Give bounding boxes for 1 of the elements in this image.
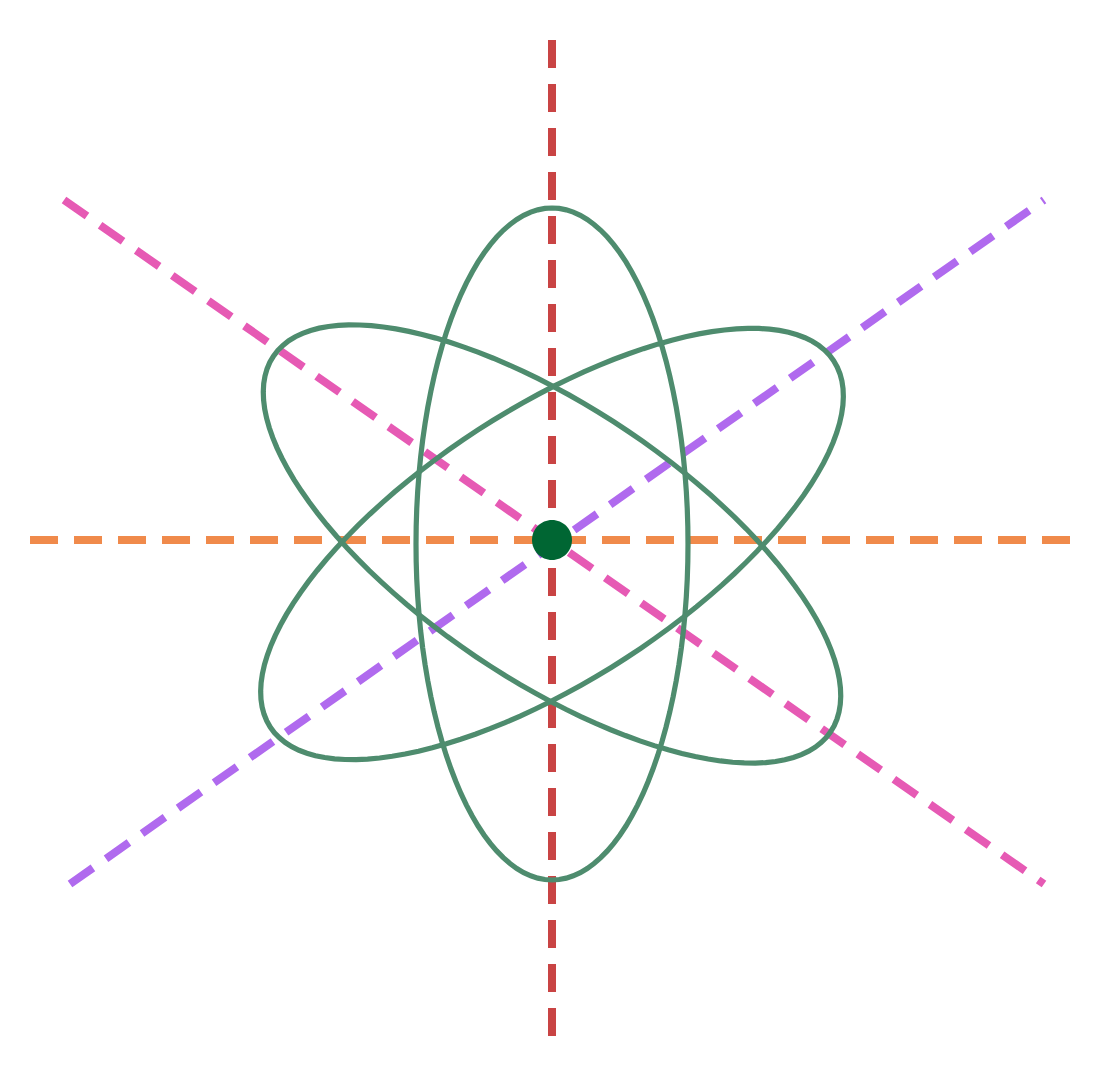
nucleus-dot (532, 519, 572, 560)
